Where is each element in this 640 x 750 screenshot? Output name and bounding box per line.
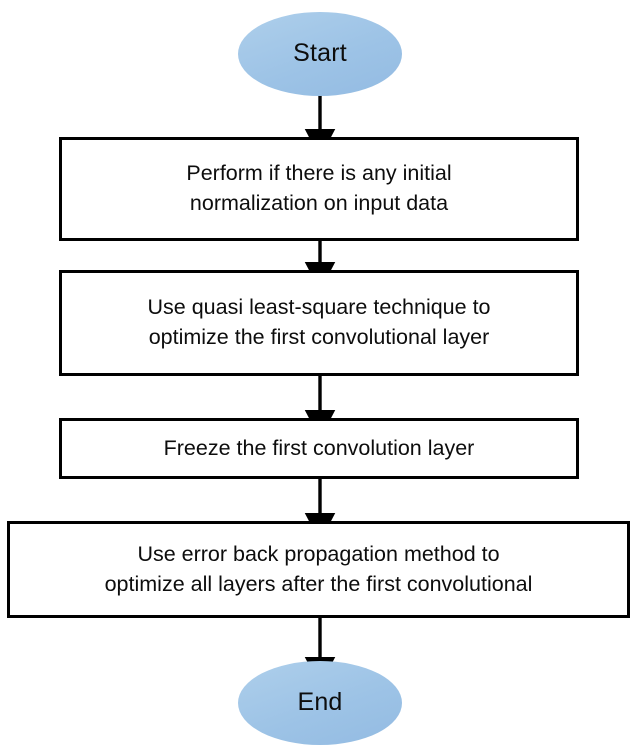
node-quasi-least-square-step-label: Use quasi least-square technique to opti… [147,295,491,349]
node-normalization-step[interactable]: Perform if there is any initial normaliz… [59,137,579,241]
node-freeze-layer-step-label: Freeze the first convolution layer [163,435,475,460]
node-start[interactable]: Start [238,12,402,96]
node-normalization-step-label: Perform if there is any initial normaliz… [186,161,452,215]
node-backpropagation-step[interactable]: Use error back propagation method to opt… [7,521,630,618]
node-quasi-least-square-step[interactable]: Use quasi least-square technique to opti… [59,270,579,376]
node-backpropagation-step-label: Use error back propagation method to opt… [104,541,533,596]
node-start-label: Start [293,39,347,68]
node-freeze-layer-step[interactable]: Freeze the first convolution layer [59,418,579,479]
node-end[interactable]: End [238,661,402,745]
node-end-label: End [297,688,343,717]
